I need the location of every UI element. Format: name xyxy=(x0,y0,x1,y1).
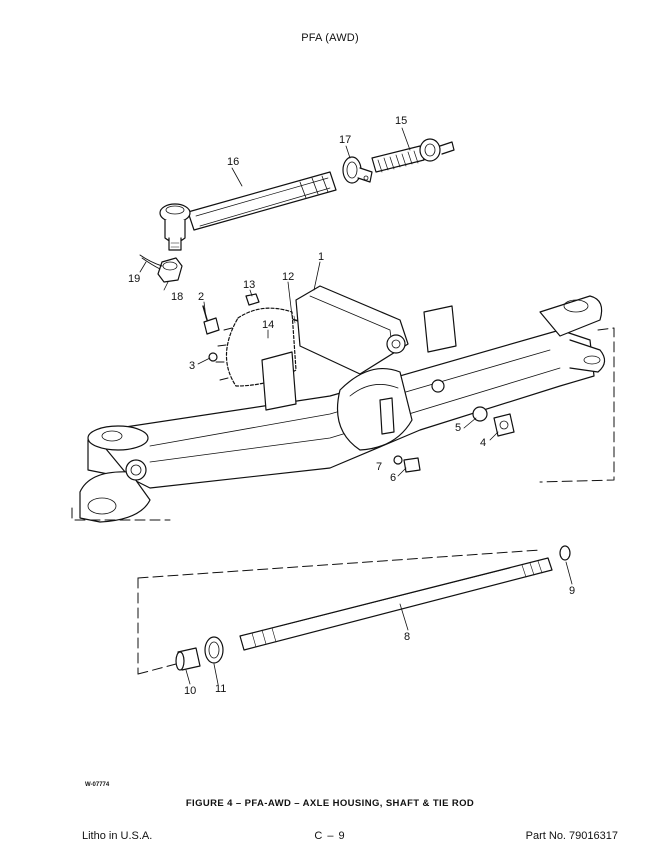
callout-16: 16 xyxy=(227,156,239,168)
callout-7: 7 xyxy=(376,461,382,473)
tie-rod xyxy=(159,171,337,251)
callout-14: 14 xyxy=(262,319,274,331)
castle-nut xyxy=(157,257,183,283)
snap-ring xyxy=(559,545,571,561)
seal xyxy=(204,636,224,664)
reference-lines xyxy=(71,327,615,675)
nut-13 xyxy=(245,293,260,306)
page-title: PFA (AWD) xyxy=(301,32,359,44)
axle-housing xyxy=(79,285,606,523)
plug-6 xyxy=(403,457,421,473)
washer-7 xyxy=(393,455,403,465)
leader-lines xyxy=(139,127,573,685)
callout-8: 8 xyxy=(404,631,410,643)
callout-3: 3 xyxy=(189,360,195,372)
figure-caption: FIGURE 4 – PFA-AWD – AXLE HOUSING, SHAFT… xyxy=(185,798,475,809)
callout-18: 18 xyxy=(171,291,183,303)
axle-shaft xyxy=(239,557,553,651)
callout-15: 15 xyxy=(395,115,407,127)
footer-page-number: C – 9 xyxy=(314,830,346,842)
callout-10: 10 xyxy=(184,685,196,697)
callout-19: 19 xyxy=(128,273,140,285)
callout-6: 6 xyxy=(390,472,396,484)
cotter-pin xyxy=(139,254,163,270)
callout-1: 1 xyxy=(318,251,324,263)
callout-9: 9 xyxy=(569,585,575,597)
callout-13: 13 xyxy=(243,279,255,291)
plug-4 xyxy=(493,413,515,437)
tie-rod-clamp xyxy=(342,156,373,184)
footer-part-number: Part No. 79016317 xyxy=(525,830,618,842)
tie-rod-end xyxy=(371,138,455,173)
bushing xyxy=(175,647,201,671)
callout-12: 12 xyxy=(282,271,294,283)
callout-4: 4 xyxy=(480,437,486,449)
callout-2: 2 xyxy=(198,291,204,303)
plug-5 xyxy=(472,406,488,422)
callout-17: 17 xyxy=(339,134,351,146)
bolt-2 xyxy=(202,305,220,335)
nut-3 xyxy=(208,352,218,362)
callout-11: 11 xyxy=(215,683,226,695)
drawing-code: W-07774 xyxy=(85,782,110,788)
callout-5: 5 xyxy=(455,422,461,434)
footer-litho: Litho in U.S.A. xyxy=(82,830,153,842)
